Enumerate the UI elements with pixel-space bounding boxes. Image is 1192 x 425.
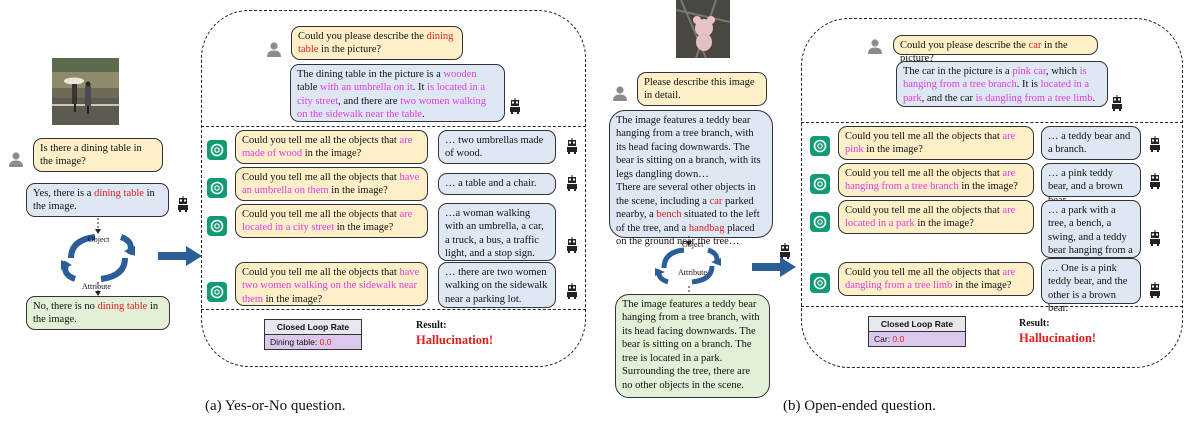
hallucinated-object: dining table	[94, 188, 144, 199]
attribute-label: Attribute	[678, 268, 707, 277]
result-label: Result:	[416, 320, 447, 331]
right-describe-question: Could you please describe the car in the…	[893, 35, 1098, 64]
object-attribute-cycle	[61, 218, 135, 296]
left-query-4: Could you tell me all the objects that h…	[235, 262, 428, 306]
right-query-1: Could you tell me all the objects that a…	[838, 126, 1034, 160]
chatgpt-icon	[207, 140, 227, 160]
object-label: Object	[682, 240, 704, 249]
caption-b: (b) Open-ended question.	[783, 398, 936, 414]
left-divider-top	[201, 126, 586, 127]
right-final-bubble: The image features a teddy bear hanging …	[615, 294, 770, 398]
left-response-4: … there are two women walking on the sid…	[438, 262, 556, 308]
attribute-label: Attribute	[82, 282, 111, 291]
left-response-1: … two umbrellas made of wood.	[438, 130, 556, 164]
left-response-2: … a table and a chair.	[438, 173, 556, 195]
robot-icon	[1150, 230, 1160, 246]
left-question-text: Is there a dining table in the image?	[40, 143, 142, 168]
table-cell: Dining table: 0.0	[265, 335, 361, 349]
chatgpt-icon	[810, 212, 830, 232]
user-icon	[267, 42, 281, 57]
right-query-4: Could you tell me all the objects that a…	[838, 262, 1034, 296]
chatgpt-icon	[207, 178, 227, 198]
right-query-3: Could you tell me all the objects that a…	[838, 200, 1034, 234]
right-divider-top	[801, 122, 1183, 123]
caption-a: (a) Yes-or-No question.	[205, 398, 346, 414]
right-describe-answer: The car in the picture is a pink car, wh…	[896, 61, 1108, 107]
right-response-3: … a park with a tree, a bench, a swing, …	[1041, 200, 1141, 270]
left-query-1: Could you tell me all the objects that a…	[235, 130, 428, 164]
robot-icon	[178, 196, 188, 212]
robot-icon	[510, 98, 520, 114]
right-question-bubble: Please describe this image in detail.	[637, 72, 767, 106]
result-label: Result:	[1019, 318, 1050, 329]
left-response-3: …a woman walking with an umbrella, a car…	[438, 203, 556, 261]
right-response-4: … One is a pink teddy bear, and the othe…	[1041, 258, 1141, 314]
object-attribute-cycle	[655, 236, 721, 294]
left-describe-answer: The dining table in the picture is a woo…	[290, 64, 505, 122]
left-panel	[201, 10, 586, 367]
table-cell: Car: 0.0	[869, 332, 965, 346]
right-flow-arrow	[752, 257, 796, 277]
robot-icon	[567, 283, 577, 299]
result-value: Hallucination!	[416, 333, 494, 347]
left-closed-loop-table: Closed Loop Rate Dining table: 0.0	[264, 319, 362, 350]
left-final-bubble: No, there is no dining table in the imag…	[26, 296, 170, 330]
left-describe-question: Could you please describe the dining tab…	[291, 26, 463, 60]
result-value: Hallucination!	[1019, 331, 1097, 345]
user-icon	[868, 39, 882, 54]
right-closed-loop-table: Closed Loop Rate Car: 0.0	[868, 316, 966, 347]
chatgpt-icon	[207, 282, 227, 302]
teddy-bear-photo	[675, 0, 731, 59]
street-photo	[52, 58, 119, 125]
chatgpt-icon	[810, 273, 830, 293]
right-panel	[801, 18, 1183, 368]
chatgpt-icon	[810, 136, 830, 156]
robot-icon	[1150, 282, 1160, 298]
left-query-3: Could you tell me all the objects that a…	[235, 204, 428, 238]
table-header: Closed Loop Rate	[869, 317, 965, 332]
robot-icon	[567, 237, 577, 253]
chatgpt-icon	[810, 174, 830, 194]
left-flow-arrow	[158, 246, 202, 266]
right-response-2: … a pink teddy bear, and a brown bear.	[1041, 163, 1141, 206]
robot-icon	[780, 243, 790, 259]
robot-icon	[1150, 173, 1160, 189]
left-question-bubble: Is there a dining table in the image?	[33, 138, 163, 172]
left-query-2: Could you tell me all the objects that h…	[235, 167, 428, 201]
robot-icon	[567, 138, 577, 154]
robot-icon	[567, 175, 577, 191]
right-response-1: … a teddy bear and a branch.	[1041, 126, 1141, 160]
robot-icon	[1150, 136, 1160, 152]
right-answer-bubble: The image features a teddy bear hanging …	[609, 110, 773, 247]
right-query-2: Could you tell me all the objects that a…	[838, 163, 1034, 197]
right-divider-bottom	[801, 306, 1183, 307]
user-icon	[613, 86, 627, 101]
left-answer-bubble: Yes, there is a dining table in the imag…	[26, 183, 169, 217]
table-header: Closed Loop Rate	[265, 320, 361, 335]
object-label: Object	[88, 235, 110, 244]
robot-icon	[1112, 95, 1122, 111]
chatgpt-icon	[207, 216, 227, 236]
left-divider-bottom	[201, 309, 586, 310]
user-icon	[9, 152, 23, 167]
